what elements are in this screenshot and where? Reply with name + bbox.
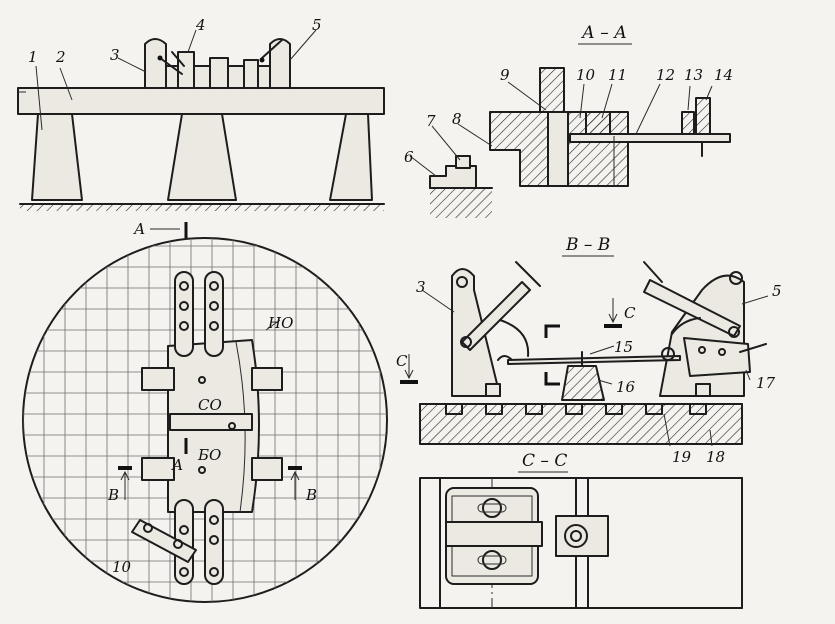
label-5: 5	[312, 16, 322, 34]
support-16	[561, 365, 605, 401]
support-leg-center	[167, 113, 237, 201]
strap-bottom-right	[204, 499, 224, 585]
nut-11	[585, 111, 611, 137]
plan-view: А А В В НО СО БО 10	[22, 220, 388, 603]
clamp-post-4	[177, 51, 195, 89]
roller-15	[661, 347, 675, 361]
bolt-9	[547, 111, 569, 187]
strap-c-c	[445, 521, 543, 547]
clamp-bracket-3	[144, 38, 167, 89]
section-c-c: С – С	[419, 451, 743, 609]
label-19: 19	[672, 448, 692, 466]
label-4: 4	[195, 16, 206, 34]
label-16: 16	[616, 378, 636, 396]
support-leg-right	[329, 113, 373, 201]
clamp-left-top	[141, 367, 175, 391]
clamp-right-bottom	[251, 457, 283, 481]
ground-a-a	[430, 188, 492, 218]
pin-c-c	[564, 524, 588, 548]
label-1: 1	[28, 48, 38, 66]
label-6: 6	[404, 148, 414, 166]
label-14: 14	[714, 66, 733, 84]
plan-label-no: НО	[267, 314, 293, 332]
label-10-plan: 10	[112, 558, 132, 576]
clamp-6	[429, 165, 477, 189]
plan-label-bo: БО	[197, 446, 221, 464]
label-5-section: 5	[772, 282, 782, 300]
plan-label-so: СО	[198, 396, 222, 414]
label-10: 10	[576, 66, 596, 84]
part-14	[695, 97, 711, 135]
marker-a-mid: А	[171, 456, 183, 474]
clamp-left-bottom	[141, 457, 175, 481]
section-title-a-a: А – А	[581, 23, 627, 43]
marker-c-left: С	[396, 352, 408, 370]
stud-9	[539, 67, 565, 113]
strap-top-right	[204, 271, 224, 357]
marker-c-mid: С	[624, 304, 636, 322]
label-17: 17	[756, 374, 776, 392]
clamp-post-right	[243, 59, 259, 89]
section-title-c-c: С – С	[522, 451, 567, 471]
section-b-b: В – В	[396, 235, 782, 466]
clamp-post-center	[209, 57, 229, 89]
label-7: 7	[426, 112, 436, 130]
marker-b-right: В	[305, 486, 317, 504]
center-bar	[169, 413, 253, 431]
label-8: 8	[452, 110, 462, 128]
section-title-b-b: В – В	[565, 235, 610, 255]
label-11: 11	[608, 66, 627, 84]
clamp-right-top	[251, 367, 283, 391]
label-15: 15	[614, 338, 633, 356]
marker-b-left: В	[107, 486, 119, 504]
workpiece-sheet	[507, 355, 681, 365]
clamp-17	[683, 337, 751, 377]
clamp-bracket-5	[269, 38, 291, 89]
label-9: 9	[500, 66, 510, 84]
part-13	[681, 111, 695, 135]
section-a-a: А – А 9 10 11 12 13 14 7 8 6	[404, 23, 733, 218]
ground-hatch	[20, 205, 384, 211]
marker-a-top: А	[133, 220, 145, 238]
elevation-view: 1 2 3 4 5	[17, 16, 385, 211]
bar-12	[569, 133, 731, 143]
label-18: 18	[706, 448, 725, 466]
label-13: 13	[684, 66, 703, 84]
label-2: 2	[55, 48, 66, 66]
label-3-section: 3	[416, 278, 426, 296]
support-leg-1	[31, 113, 83, 201]
label-3: 3	[110, 46, 120, 64]
label-12: 12	[656, 66, 675, 84]
strap-top-left	[174, 271, 194, 357]
beam-2	[17, 87, 385, 115]
